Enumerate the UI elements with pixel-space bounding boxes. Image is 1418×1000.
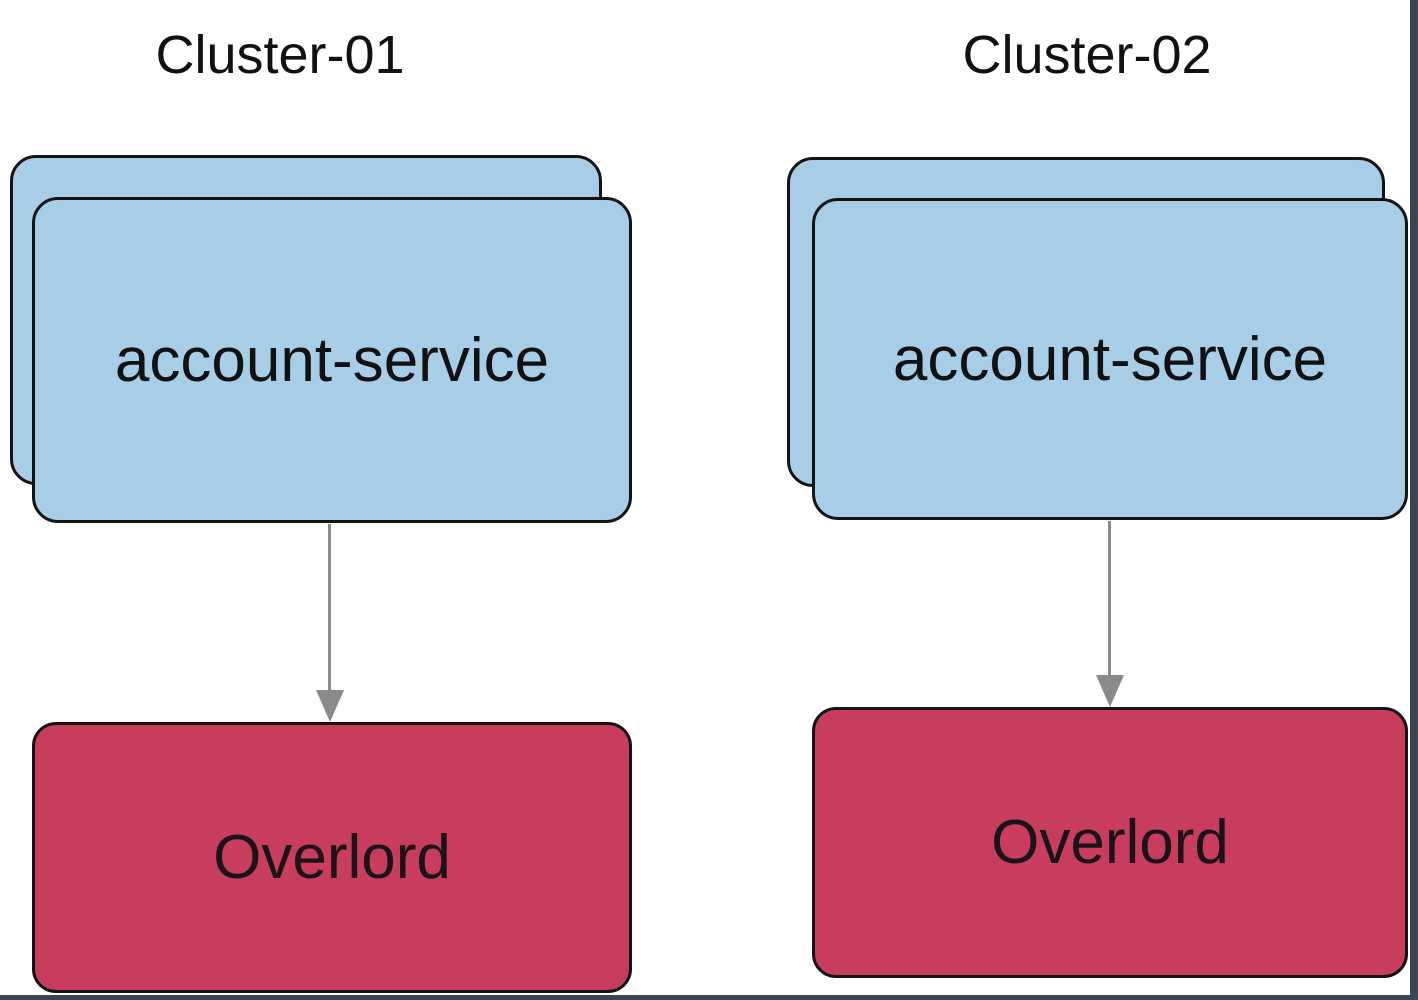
cluster-01-overlord-node: Overlord bbox=[32, 722, 632, 993]
cluster-02-service-node: account-service bbox=[812, 198, 1408, 520]
cluster-01-service-node: account-service bbox=[32, 197, 632, 523]
cluster-02-title: Cluster-02 bbox=[962, 25, 1212, 85]
window-edge-bottom bbox=[0, 995, 1418, 1000]
cluster-01-service-label: account-service bbox=[114, 325, 550, 395]
window-edge-right bbox=[1410, 0, 1418, 1000]
cluster-01-arrow-down-icon bbox=[316, 690, 344, 722]
cluster-02-overlord-node: Overlord bbox=[812, 707, 1408, 978]
cluster-02-connector-line bbox=[1108, 521, 1111, 677]
cluster-02-arrow-down-icon bbox=[1096, 675, 1124, 707]
cluster-01-connector-line bbox=[328, 524, 331, 692]
cluster-02-overlord-label: Overlord bbox=[991, 808, 1229, 877]
cluster-02-service-label: account-service bbox=[892, 324, 1328, 394]
cluster-01-overlord-label: Overlord bbox=[213, 823, 451, 892]
cluster-01-title: Cluster-01 bbox=[155, 25, 405, 85]
